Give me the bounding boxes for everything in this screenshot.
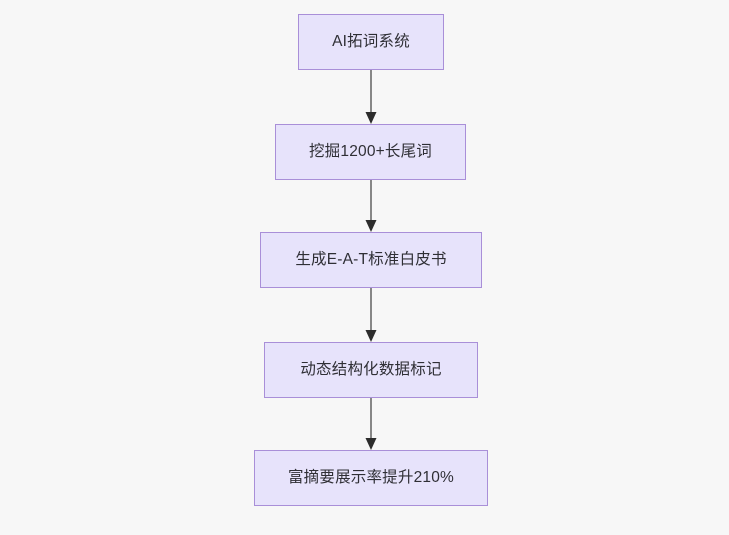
arrowhead-icon [365, 112, 377, 124]
arrowhead-icon [365, 330, 377, 342]
arrowhead-icon [365, 220, 377, 232]
arrowhead-icon [365, 438, 377, 450]
edge-n1-n2 [365, 70, 377, 124]
flow-node-rich-snippet-impression-uplift[interactable]: 富摘要展示率提升210% [254, 450, 488, 506]
flow-node-label: 生成E-A-T标准白皮书 [295, 251, 447, 269]
edge-n2-n3 [365, 180, 377, 232]
flow-node-generate-eat-whitepaper[interactable]: 生成E-A-T标准白皮书 [260, 232, 482, 288]
flow-node-label: 富摘要展示率提升210% [287, 469, 455, 487]
flow-node-label: 挖掘1200+长尾词 [308, 143, 433, 161]
flow-node-label: 动态结构化数据标记 [300, 361, 442, 379]
flow-node-dynamic-structured-data-markup[interactable]: 动态结构化数据标记 [264, 342, 478, 398]
flow-node-mine-longtail-keywords[interactable]: 挖掘1200+长尾词 [275, 124, 466, 180]
edge-n4-n5 [365, 398, 377, 450]
flow-node-ai-keyword-system[interactable]: AI拓词系统 [298, 14, 444, 70]
flow-node-label: AI拓词系统 [332, 33, 410, 51]
edge-n3-n4 [365, 288, 377, 342]
